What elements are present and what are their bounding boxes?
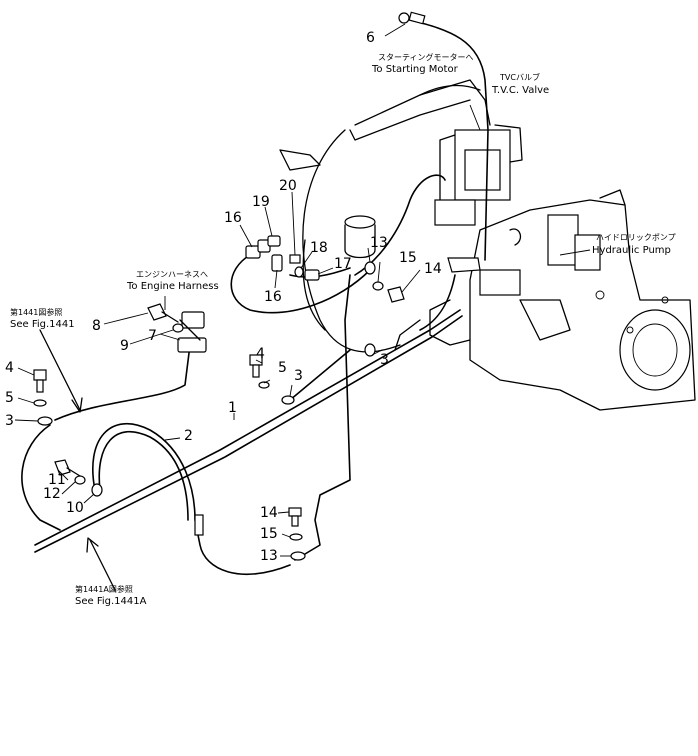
part-10-clamp — [91, 483, 103, 497]
pump-control-block — [547, 214, 579, 266]
part-9-washer — [172, 323, 184, 333]
note-starting-motor-jp: スターティングモーターへ — [378, 52, 474, 62]
callout-15-lower: 15 — [260, 526, 278, 542]
callout-3-left: 3 — [5, 413, 14, 429]
callout-3-right: 3 — [380, 352, 389, 368]
note-hydraulic-pump-jp: ハイドロリックポンプ — [596, 233, 676, 242]
note-hydraulic-pump-en: Hydraulic Pump — [592, 245, 671, 256]
callout-4-left: 4 — [5, 360, 14, 376]
callout-1: 1 — [228, 400, 237, 416]
callout-7: 7 — [148, 328, 157, 344]
part-5-washer-mid — [258, 381, 270, 389]
callout-14-lower: 14 — [260, 505, 278, 521]
part-16-sensor-lower — [271, 254, 283, 272]
callout-20: 20 — [279, 178, 297, 194]
part-7-connector — [177, 311, 207, 353]
callout-14-upper: 14 — [424, 261, 442, 277]
note-starting-motor-en: To Starting Motor — [371, 64, 459, 75]
part-12-washer — [74, 475, 86, 485]
part-3-clamp-left — [37, 416, 53, 426]
starting-motor-wire — [409, 19, 489, 261]
part-13-clamp-upper — [364, 261, 376, 275]
hardware-parts — [33, 11, 426, 561]
pump-end-cover — [619, 309, 691, 391]
part-14-bolt-lower — [288, 507, 302, 527]
callout-13-lower: 13 — [260, 548, 278, 564]
callout-5-left: 5 — [5, 390, 14, 406]
part-6-terminal — [398, 11, 426, 25]
part-20-cap — [289, 254, 301, 264]
note-engine-harness-jp: エンジンハーネスへ — [136, 270, 208, 279]
part-17-adapter — [304, 269, 320, 281]
callout-9: 9 — [120, 338, 129, 354]
callout-16-upper: 16 — [224, 210, 242, 226]
note-tvc-valve-en: T.V.C. Valve — [491, 85, 549, 96]
note-fig1441-en: See Fig.1441 — [10, 319, 75, 330]
part-16-sensor-upper — [245, 239, 271, 259]
callout-16-lower: 16 — [264, 289, 282, 305]
callout-8: 8 — [92, 318, 101, 334]
part-3-clamp-right — [364, 343, 376, 357]
note-fig1441a-en: See Fig.1441A — [75, 596, 147, 607]
callout-5-mid: 5 — [278, 360, 287, 376]
annotation-notes: スターティングモーターへ To Starting Motor TVCバルブ T.… — [10, 52, 676, 607]
callout-4-mid: 4 — [256, 346, 265, 362]
note-engine-harness-en: To Engine Harness — [126, 281, 219, 292]
note-tvc-valve-jp: TVCバルブ — [499, 72, 540, 82]
harness-wires — [21, 19, 489, 575]
callout-17: 17 — [334, 256, 352, 272]
part-5-washer-left — [33, 399, 47, 407]
note-fig1441a-jp: 第1441A図参照 — [75, 584, 133, 594]
callout-18: 18 — [310, 240, 328, 256]
callout-12: 12 — [43, 486, 61, 502]
callout-15-upper: 15 — [399, 250, 417, 266]
part-4-bolt-left — [33, 369, 47, 393]
note-fig1441-jp: 第1441図参照 — [10, 307, 62, 317]
part-3-clamp-mid — [281, 395, 295, 405]
part-15-washer-lower — [289, 533, 303, 541]
callout-10: 10 — [66, 500, 84, 516]
callout-13-upper: 13 — [370, 235, 388, 251]
callout-6: 6 — [366, 30, 375, 46]
callout-2: 2 — [184, 428, 193, 444]
part-14-bolt-upper — [387, 286, 405, 303]
part-19-plug — [267, 235, 281, 247]
part-18-washer — [294, 266, 304, 278]
part-8-bolt — [147, 303, 179, 323]
engine-pump-assembly — [279, 79, 696, 411]
harness-sleeve — [194, 514, 204, 536]
part-15-washer-upper — [372, 281, 384, 291]
callout-3-mid: 3 — [294, 368, 303, 384]
leader-lines — [14, 23, 591, 591]
callout-19: 19 — [252, 194, 270, 210]
callout-numbers: 6 20 19 16 18 13 17 15 14 16 8 9 7 4 5 3… — [5, 30, 442, 564]
callout-11: 11 — [48, 472, 66, 488]
part-13-clamp-lower — [290, 551, 306, 561]
harness-2 — [92, 423, 291, 575]
